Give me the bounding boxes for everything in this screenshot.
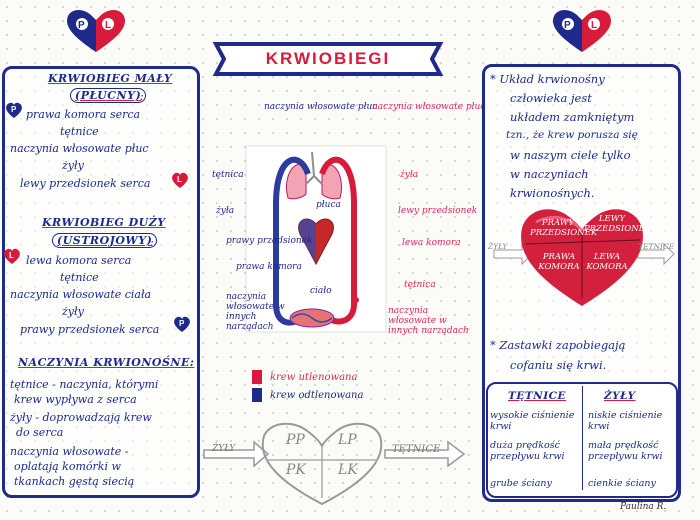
heart-label-la: LEWY PRZEDSIONEK <box>584 214 652 234</box>
intro-line-2: człowieka jest <box>510 91 592 105</box>
heart-label-lv: LEWA KOMORA <box>586 252 628 272</box>
table-arteries-3: grube ściany <box>490 478 552 489</box>
svg-text:P: P <box>564 20 571 31</box>
table-veins-2: mała prędkość przepływu krwi <box>588 440 663 462</box>
table-veins-3: cienkie ściany <box>588 478 656 489</box>
valves-line-1: * Zastawki zapobiegają <box>490 338 626 352</box>
legend-swatch-deoxygenated <box>252 388 262 402</box>
vessels-line-6: oplatają komórki w <box>14 460 121 473</box>
label-right-atrium: prawy przedsionek <box>226 236 313 246</box>
label-artery-right: tętnica <box>404 280 436 290</box>
small-circulation-subheading: (PŁUCNY) <box>70 88 147 103</box>
label-vein-top-right: żyła <box>400 170 419 180</box>
label-body: ciało <box>310 286 332 296</box>
label-capillaries-other-red: naczynia włosowate w innych narządach <box>388 306 469 336</box>
intro-line-3: układem zamkniętym <box>510 110 635 124</box>
label-vein-left: żyła <box>216 206 235 216</box>
large-step-5: prawy przedsionek serca <box>20 323 160 336</box>
table-head-veins: ŻYŁY <box>604 390 636 402</box>
intro-line-7: krwionośnych. <box>510 186 595 200</box>
vessels-heading: NACZYNIA KRWIONOŚNE: <box>18 356 195 369</box>
title-banner: KRWIOBIEGI <box>212 40 444 78</box>
small-step-2: tętnice <box>60 125 99 138</box>
small-step-3: naczynia włosowate płuc <box>10 142 149 155</box>
intro-line-6: w naczyniach <box>510 167 589 181</box>
scheme-cell-lp: LP <box>338 432 357 448</box>
label-right-ventricle: prawa komora <box>236 262 302 272</box>
label-capillaries-other: naczynia włosowate w innych narządach <box>226 292 285 332</box>
heart-chambers-illustration <box>493 209 675 306</box>
label-artery-left: tętnica <box>212 170 244 180</box>
svg-text:L: L <box>177 175 182 184</box>
lungs-icon <box>286 151 342 200</box>
signature: Paulina R. <box>620 502 667 512</box>
legend-swatch-oxygenated <box>252 370 262 384</box>
small-step-1: prawa komora serca <box>26 108 141 121</box>
page-title: KRWIOBIEGI <box>265 49 391 68</box>
svg-text:L: L <box>591 20 597 31</box>
circulation-diagram <box>245 145 387 333</box>
svg-text:P: P <box>78 20 85 31</box>
scheme-cell-lk: LK <box>338 462 358 478</box>
vessels-line-3: żyły - doprowadzają krew <box>10 411 152 424</box>
svg-text:P: P <box>11 105 17 114</box>
large-step-1: lewa komora serca <box>26 254 132 267</box>
vessels-line-4: do serca <box>16 426 64 439</box>
large-step-3: naczynia włosowate ciała <box>10 288 152 301</box>
svg-text:L: L <box>9 251 14 260</box>
vessels-line-1: tętnice - naczynia, którymi <box>10 378 159 391</box>
svg-text:L: L <box>105 20 111 31</box>
heart-label-ra: PRAWY PRZEDSIONEK <box>530 218 598 238</box>
vessels-line-2: krew wypływa z serca <box>14 393 137 406</box>
table-arteries-1: wysokie ciśnienie krwi <box>490 410 575 432</box>
p-icon: P <box>6 102 22 118</box>
table-divider <box>582 386 583 490</box>
small-circulation-heading: KRWIOBIEG MAŁY <box>48 72 173 85</box>
table-head-arteries: TĘTNICE <box>508 390 566 402</box>
heart-logo-icon: P L <box>67 10 125 52</box>
intro-line-4: tzn., że krew porusza się <box>506 129 638 141</box>
small-step-5: lewy przedsionek serca <box>20 177 151 190</box>
legend-deoxygenated: krew odtlenowana <box>270 390 364 401</box>
intro-line-1: * Układ krwionośny <box>490 72 605 86</box>
small-step-4: żyły <box>62 159 84 172</box>
large-step-4: żyły <box>62 305 84 318</box>
table-veins-1: niskie ciśnienie krwi <box>588 410 663 432</box>
p-icon: P <box>174 316 190 332</box>
vessels-line-5: naczynia włosowate - <box>10 445 129 458</box>
large-colon: : <box>150 236 154 249</box>
legend-oxygenated: krew utlenowana <box>270 372 358 383</box>
label-lungs: płuca <box>316 200 341 210</box>
heart-label-rv: PRAWA KOMORA <box>538 252 580 272</box>
vessels-line-7: tkankach gęstą siecią <box>14 475 135 488</box>
scheme-cell-pp: PP <box>286 432 305 448</box>
label-left-atrium: lewy przedsionek <box>398 206 478 216</box>
heart-label-arteries: TĘTNICE <box>638 242 675 251</box>
small-colon: : <box>140 90 144 103</box>
label-left-ventricle: lewa komora <box>402 238 461 248</box>
label-capillaries-lungs-red: naczynia włosowate płuc <box>372 102 486 112</box>
valves-line-2: cofaniu się krwi. <box>510 358 607 372</box>
left-panel <box>2 66 200 498</box>
scheme-cell-pk: PK <box>286 462 306 478</box>
large-step-2: tętnice <box>60 271 99 284</box>
table-arteries-2: duża prędkość przepływu krwi <box>490 440 565 462</box>
heart-logo-icon: P L <box>553 10 611 52</box>
heart-scheme <box>203 422 466 506</box>
label-capillaries-lungs: naczynia włosowate płuc <box>264 102 378 112</box>
l-icon: L <box>4 248 20 264</box>
scheme-arteries-label: TĘTNICE <box>392 444 441 455</box>
svg-text:P: P <box>179 319 185 328</box>
intro-line-5: w naszym ciele tylko <box>510 148 631 162</box>
large-circulation-subheading: (USTROJOWY) <box>52 233 158 248</box>
scheme-veins-label: ŻYŁY <box>212 444 236 454</box>
large-circulation-heading: KRWIOBIEG DUŻY <box>42 216 166 229</box>
l-icon: L <box>172 172 188 188</box>
heart-label-veins: ŻYŁY <box>488 242 508 251</box>
